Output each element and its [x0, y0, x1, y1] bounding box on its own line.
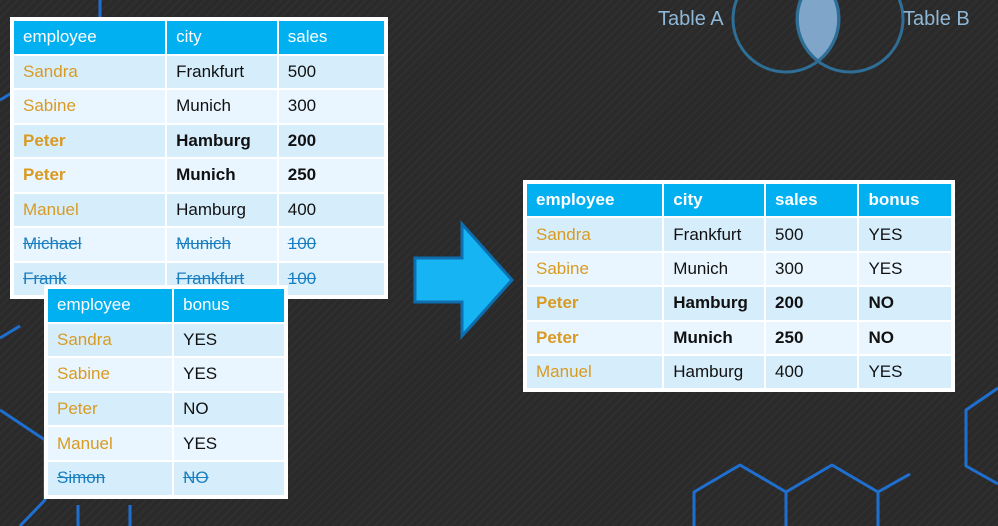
header-bonus: bonus	[172, 287, 286, 324]
cell-bonus: YES	[172, 356, 286, 393]
table-row: Sandra YES	[45, 321, 286, 359]
header-city: city	[662, 181, 767, 219]
cell-bonus: YES	[172, 425, 286, 462]
table-header-row: employee city sales	[11, 19, 387, 56]
cell-bonus: NO	[857, 285, 953, 322]
cell-sales: 100	[276, 226, 387, 263]
hex-line	[0, 324, 21, 340]
table-header-row: employee city sales bonus	[524, 181, 953, 219]
table-row-excluded: Michael Munich 100	[11, 226, 387, 263]
arrow-right	[413, 220, 515, 340]
table-row: Sandra Frankfurt 500 YES	[524, 216, 953, 253]
table-row: Sandra Frankfurt 500	[11, 53, 387, 90]
cell-bonus: NO	[857, 319, 953, 356]
hex-line	[877, 472, 911, 494]
table-row: Peter Munich 250 NO	[524, 319, 953, 356]
cell-sales: 100	[276, 260, 387, 297]
cell-bonus: NO	[172, 459, 286, 497]
cell-sales: 500	[276, 53, 387, 90]
cell-city: Munich	[662, 250, 767, 288]
header-employee: employee	[45, 287, 175, 324]
cell-city: Frankfurt	[165, 53, 279, 90]
header-employee: employee	[11, 19, 168, 56]
table-row: Manuel YES	[45, 425, 286, 462]
table-row: Peter Munich 250	[11, 157, 387, 194]
cell-employee: Peter	[524, 319, 665, 356]
cell-bonus: NO	[172, 390, 286, 428]
cell-employee: Peter	[11, 122, 168, 159]
hex-line	[692, 463, 788, 526]
table-row: Peter Hamburg 200 NO	[524, 285, 953, 322]
table-a: employee city sales Sandra Frankfurt 500…	[11, 19, 387, 297]
cell-employee: Michael	[11, 226, 168, 263]
table-row: Peter Hamburg 200	[11, 122, 387, 159]
header-sales: sales	[764, 181, 860, 219]
cell-sales: 300	[276, 88, 387, 125]
cell-bonus: YES	[857, 250, 953, 288]
cell-city: Hamburg	[662, 285, 767, 322]
header-bonus: bonus	[857, 181, 953, 219]
cell-employee: Sabine	[45, 356, 175, 393]
table-row-excluded: Simon NO	[45, 459, 286, 497]
cell-city: Hamburg	[165, 122, 279, 159]
cell-sales: 200	[764, 285, 860, 322]
cell-bonus: YES	[172, 321, 286, 359]
cell-sales: 250	[764, 319, 860, 356]
table-header-row: employee bonus	[45, 287, 286, 324]
cell-sales: 500	[764, 216, 860, 253]
cell-employee: Peter	[524, 285, 665, 322]
cell-employee: Sandra	[11, 53, 168, 90]
table-b: employee bonus Sandra YES Sabine YES Pet…	[45, 287, 286, 497]
cell-sales: 250	[276, 157, 387, 194]
cell-bonus: YES	[857, 216, 953, 253]
cell-city: Hamburg	[165, 191, 279, 228]
cell-city: Munich	[165, 226, 279, 263]
cell-sales: 200	[276, 122, 387, 159]
cell-city: Frankfurt	[662, 216, 767, 253]
hex-line	[785, 463, 880, 526]
header-sales: sales	[276, 19, 387, 56]
cell-city: Hamburg	[662, 353, 767, 391]
table-row: Sabine Munich 300 YES	[524, 250, 953, 288]
venn-label-a: Table A	[658, 8, 724, 30]
venn-diagram	[731, 0, 905, 74]
table-row: Peter NO	[45, 390, 286, 428]
cell-city: Munich	[165, 157, 279, 194]
header-city: city	[165, 19, 279, 56]
cell-employee: Sandra	[524, 216, 665, 253]
cell-employee: Peter	[45, 390, 175, 428]
table-row: Sabine YES	[45, 356, 286, 393]
cell-sales: 300	[764, 250, 860, 288]
cell-bonus: YES	[857, 353, 953, 391]
table-row: Manuel Hamburg 400 YES	[524, 353, 953, 391]
cell-employee: Manuel	[524, 353, 665, 391]
cell-employee: Sabine	[11, 88, 168, 125]
cell-sales: 400	[764, 353, 860, 391]
header-employee: employee	[524, 181, 665, 219]
table-row: Sabine Munich 300	[11, 88, 387, 125]
venn-intersection	[795, 0, 841, 63]
cell-employee: Sandra	[45, 321, 175, 359]
table-row: Manuel Hamburg 400	[11, 191, 387, 228]
hex-line	[0, 408, 47, 526]
venn-label-b: Table B	[903, 8, 970, 30]
cell-employee: Manuel	[45, 425, 175, 462]
result-table: employee city sales bonus Sandra Frankfu…	[524, 181, 953, 391]
cell-employee: Simon	[45, 459, 175, 497]
cell-city: Munich	[165, 88, 279, 125]
cell-city: Munich	[662, 319, 767, 356]
hex-line	[964, 386, 998, 486]
cell-employee: Sabine	[524, 250, 665, 288]
cell-employee: Peter	[11, 157, 168, 194]
cell-sales: 400	[276, 191, 387, 228]
cell-employee: Manuel	[11, 191, 168, 228]
